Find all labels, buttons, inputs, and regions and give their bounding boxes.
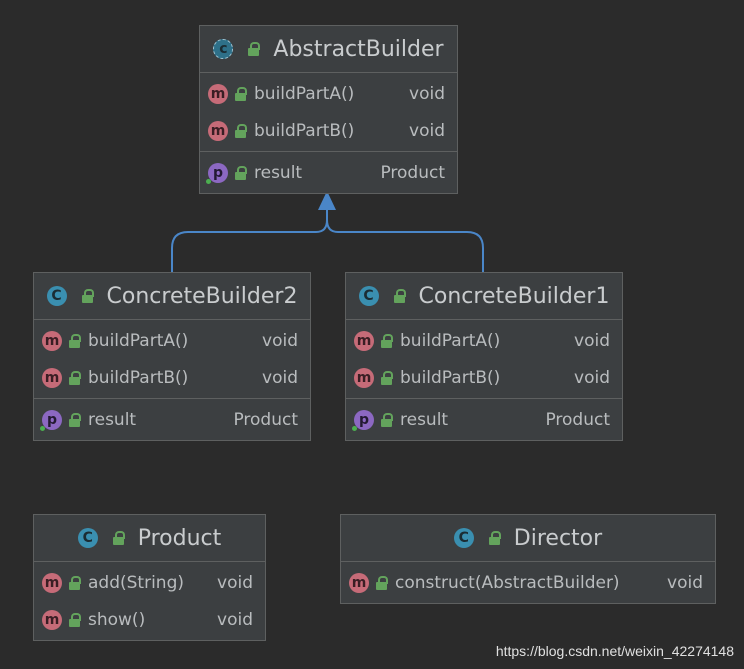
method-name: construct(AbstractBuilder) <box>395 572 620 593</box>
method-row[interactable]: m buildPartB() void <box>346 359 622 396</box>
methods-section: m buildPartA() void m buildPartB() void <box>200 73 457 152</box>
field-name: result <box>88 409 137 430</box>
public-lock-icon <box>234 165 247 180</box>
return-type: void <box>217 572 253 593</box>
method-icon: m <box>208 83 228 104</box>
class-name: Director <box>513 525 603 551</box>
class-icon: C <box>77 528 98 548</box>
public-lock-icon <box>68 412 81 427</box>
class-product[interactable]: C Product m add(String) void m show() vo… <box>33 514 266 641</box>
method-row[interactable]: m buildPartB() void <box>34 359 310 396</box>
method-icon: m <box>354 367 374 388</box>
property-icon: p <box>206 162 228 184</box>
class-abstractbuilder[interactable]: c AbstractBuilder m buildPartA() void m … <box>199 25 458 194</box>
inheritance-line-concretebuilder1 <box>326 207 484 272</box>
method-name: buildPartB() <box>254 120 355 141</box>
return-type: void <box>667 572 703 593</box>
method-icon: m <box>42 609 62 630</box>
method-row[interactable]: m construct(AbstractBuilder) void <box>341 564 715 601</box>
method-name: buildPartA() <box>254 83 355 104</box>
field-row[interactable]: p result Product <box>34 401 310 438</box>
abstract-class-icon: c <box>213 39 234 59</box>
public-lock-icon <box>247 42 261 56</box>
field-row[interactable]: p result Product <box>346 401 622 438</box>
methods-section: m add(String) void m show() void <box>34 562 265 640</box>
class-header: C Product <box>34 515 265 562</box>
return-type: void <box>262 330 298 351</box>
method-row[interactable]: m add(String) void <box>34 564 265 601</box>
method-name: add(String) <box>88 572 184 593</box>
fields-section: p result Product <box>200 152 457 193</box>
class-concretebuilder2[interactable]: C ConcreteBuilder2 m buildPartA() void m… <box>33 272 311 441</box>
public-lock-icon <box>81 289 94 303</box>
method-name: buildPartA() <box>88 330 189 351</box>
public-lock-icon <box>488 531 501 545</box>
public-lock-icon <box>375 575 388 590</box>
public-lock-icon <box>68 575 81 590</box>
watermark-url: https://blog.csdn.net/weixin_42274148 <box>495 643 734 659</box>
method-name: buildPartA() <box>400 330 501 351</box>
method-icon: m <box>42 367 62 388</box>
property-icon: p <box>352 409 374 431</box>
class-name: Product <box>137 525 222 551</box>
class-header: C ConcreteBuilder1 <box>346 273 622 320</box>
class-name: ConcreteBuilder1 <box>418 283 610 309</box>
field-type: Product <box>545 409 610 430</box>
method-row[interactable]: m buildPartA() void <box>200 75 457 112</box>
class-name: AbstractBuilder <box>273 36 444 62</box>
fields-section: p result Product <box>34 399 310 440</box>
methods-section: m buildPartA() void m buildPartB() void <box>346 320 622 399</box>
class-header: c AbstractBuilder <box>200 26 457 73</box>
method-row[interactable]: m buildPartB() void <box>200 112 457 149</box>
public-lock-icon <box>68 333 81 348</box>
public-lock-icon <box>234 123 247 138</box>
field-type: Product <box>233 409 298 430</box>
public-lock-icon <box>112 531 125 545</box>
method-name: buildPartB() <box>88 367 189 388</box>
field-type: Product <box>380 162 445 183</box>
return-type: void <box>574 367 610 388</box>
field-name: result <box>254 162 303 183</box>
public-lock-icon <box>380 370 393 385</box>
class-header: C Director <box>341 515 715 562</box>
inheritance-line-concretebuilder2 <box>171 207 328 272</box>
method-row[interactable]: m buildPartA() void <box>34 322 310 359</box>
class-director[interactable]: C Director m construct(AbstractBuilder) … <box>340 514 716 604</box>
fields-section: p result Product <box>346 399 622 440</box>
public-lock-icon <box>68 612 81 627</box>
method-icon: m <box>354 330 374 351</box>
inheritance-arrowhead <box>318 191 336 210</box>
class-concretebuilder1[interactable]: C ConcreteBuilder1 m buildPartA() void m… <box>345 272 623 441</box>
methods-section: m construct(AbstractBuilder) void <box>341 562 715 603</box>
method-name: buildPartB() <box>400 367 501 388</box>
return-type: void <box>262 367 298 388</box>
class-icon: C <box>358 286 379 306</box>
public-lock-icon <box>380 333 393 348</box>
class-name: ConcreteBuilder2 <box>106 283 298 309</box>
method-icon: m <box>42 572 62 593</box>
methods-section: m buildPartA() void m buildPartB() void <box>34 320 310 399</box>
return-type: void <box>409 120 445 141</box>
public-lock-icon <box>234 86 247 101</box>
field-name: result <box>400 409 449 430</box>
return-type: void <box>409 83 445 104</box>
field-row[interactable]: p result Product <box>200 154 457 191</box>
class-icon: C <box>46 286 67 306</box>
method-row[interactable]: m show() void <box>34 601 265 638</box>
method-icon: m <box>208 120 228 141</box>
class-icon: C <box>453 528 474 548</box>
method-name: show() <box>88 609 146 630</box>
method-row[interactable]: m buildPartA() void <box>346 322 622 359</box>
method-icon: m <box>42 330 62 351</box>
return-type: void <box>217 609 253 630</box>
public-lock-icon <box>380 412 393 427</box>
public-lock-icon <box>393 289 406 303</box>
method-icon: m <box>349 572 369 593</box>
class-header: C ConcreteBuilder2 <box>34 273 310 320</box>
property-icon: p <box>40 409 62 431</box>
public-lock-icon <box>68 370 81 385</box>
return-type: void <box>574 330 610 351</box>
